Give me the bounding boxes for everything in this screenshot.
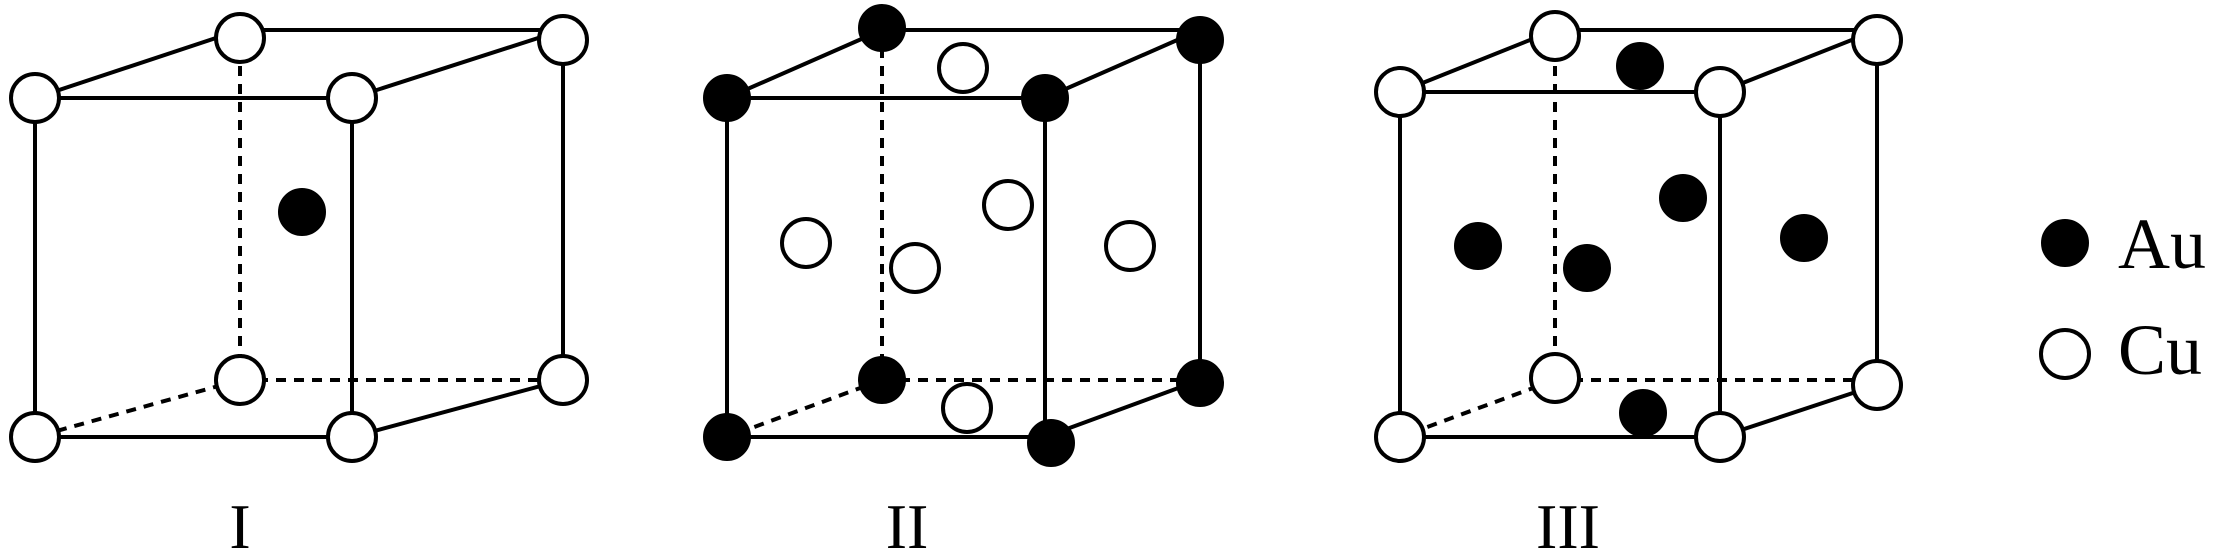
cube-edge bbox=[1044, 378, 1201, 439]
unit-cell-2: II bbox=[703, 4, 1224, 557]
cu-atom bbox=[1374, 411, 1426, 463]
cu-atom bbox=[937, 42, 989, 94]
cu-atom bbox=[780, 217, 832, 269]
cu-atom bbox=[9, 72, 61, 124]
cu-atom bbox=[1104, 220, 1156, 272]
au-atom bbox=[1454, 222, 1502, 270]
cube-edge bbox=[351, 28, 564, 100]
unit-cell-1: I bbox=[9, 12, 589, 557]
cu-atom bbox=[1851, 14, 1903, 66]
au-atom bbox=[858, 4, 906, 52]
cu-atom bbox=[1694, 411, 1746, 463]
cube-edge bbox=[1399, 28, 1556, 94]
cube-edge bbox=[351, 378, 564, 439]
cu-atom bbox=[1374, 66, 1426, 118]
cell-label: II bbox=[886, 491, 929, 557]
cu-atom bbox=[214, 354, 266, 406]
au-atom bbox=[1027, 419, 1075, 467]
cu-atom bbox=[1851, 359, 1903, 411]
cu-atom bbox=[982, 179, 1034, 231]
au-legend-icon bbox=[2041, 219, 2089, 267]
cu-atom bbox=[1694, 66, 1746, 118]
hidden-edge bbox=[1399, 378, 1556, 439]
cu-atom bbox=[214, 12, 266, 64]
cu-atom bbox=[537, 354, 589, 406]
au-atom bbox=[1616, 42, 1664, 90]
cu-atom bbox=[889, 242, 941, 294]
legend-label-au: Au bbox=[2118, 204, 2206, 284]
au-atom bbox=[703, 413, 751, 461]
au-atom bbox=[1176, 16, 1224, 64]
au-atom bbox=[1021, 74, 1069, 122]
au-atom bbox=[278, 188, 326, 236]
cu-legend-icon bbox=[2039, 328, 2091, 380]
legend: Au Cu bbox=[2039, 204, 2206, 390]
au-atom bbox=[1659, 174, 1707, 222]
cube-edge bbox=[726, 28, 883, 100]
cube-edge bbox=[1044, 28, 1201, 100]
cube-edge bbox=[34, 28, 241, 100]
cu-atom bbox=[326, 72, 378, 124]
cu-atom bbox=[326, 411, 378, 463]
cube-edge bbox=[1719, 28, 1878, 94]
cu-atom bbox=[537, 14, 589, 66]
au-atom bbox=[1563, 244, 1611, 292]
legend-label-cu: Cu bbox=[2118, 310, 2202, 390]
cu-atom bbox=[9, 411, 61, 463]
cell-label: III bbox=[1536, 491, 1600, 557]
au-atom bbox=[703, 74, 751, 122]
unit-cell-3: III bbox=[1374, 10, 1903, 557]
cu-atom bbox=[1529, 10, 1581, 62]
cu-atom bbox=[941, 382, 993, 434]
au-atom bbox=[858, 356, 906, 404]
hidden-edge bbox=[34, 378, 241, 439]
au-atom bbox=[1176, 359, 1224, 407]
cell-label: I bbox=[229, 491, 250, 557]
au-atom bbox=[1619, 389, 1667, 437]
au-atom bbox=[1780, 214, 1828, 262]
cu-atom bbox=[1529, 352, 1581, 404]
cube-edge bbox=[1719, 383, 1878, 439]
hidden-edge bbox=[726, 378, 883, 439]
